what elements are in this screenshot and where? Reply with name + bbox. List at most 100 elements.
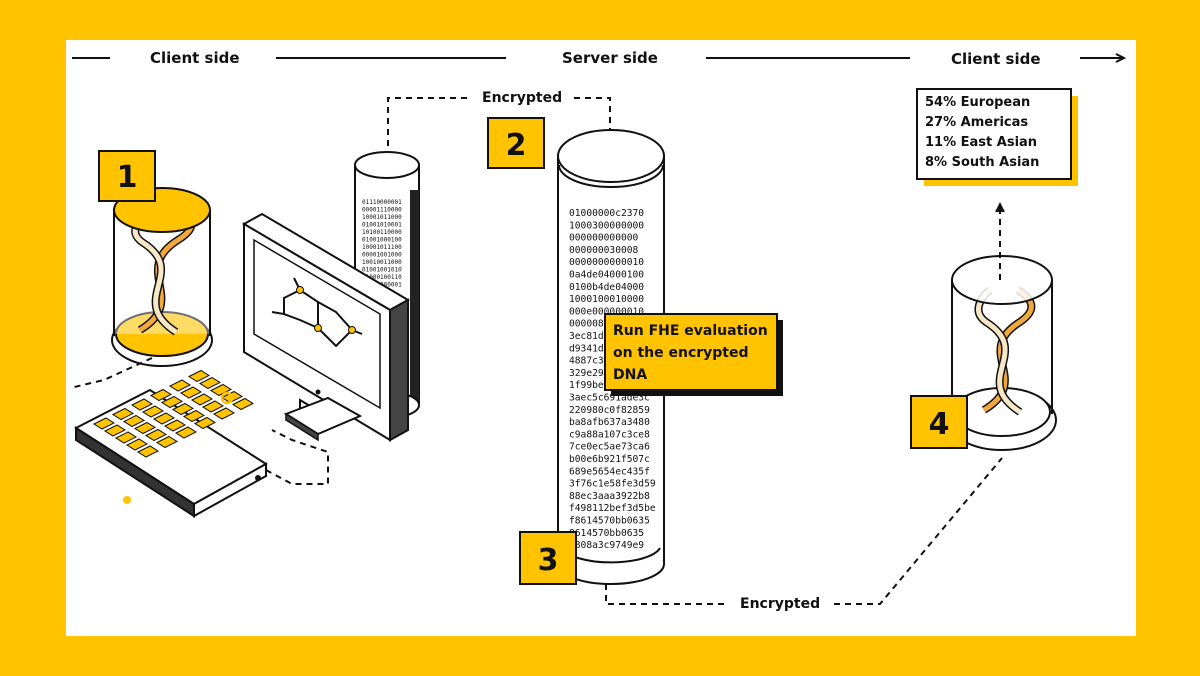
arrow-up-icon bbox=[995, 202, 1005, 212]
step-1-dna-tube: 1 bbox=[98, 150, 213, 367]
bottom-encrypted-connector: Encrypted bbox=[605, 457, 1003, 612]
encrypted-data-line: 1000100010000 bbox=[569, 294, 644, 305]
encrypted-data-line: f8614570bb0635 bbox=[569, 516, 650, 527]
encrypted-data-line: 3aec5c691ade3c bbox=[569, 393, 650, 404]
molecule-icon bbox=[271, 277, 363, 348]
step-4-badge bbox=[910, 395, 968, 449]
encrypted-data-line: 8614570bb0635 bbox=[569, 528, 644, 539]
keyboard-key bbox=[182, 409, 206, 423]
result-line-2: 27% Americas bbox=[925, 115, 1028, 130]
keyboard-key bbox=[201, 400, 225, 413]
keyboard-key bbox=[133, 421, 157, 435]
step-4-number: 4 bbox=[929, 407, 950, 442]
encrypted-data-line: c9a88a107c3ce8 bbox=[569, 429, 650, 440]
header-server-side: Server side bbox=[562, 49, 658, 67]
encrypted-data-line: 88ec3aaa3922b8 bbox=[569, 491, 650, 502]
server-binary-data: 0111000000100001110000100010110000100101… bbox=[362, 199, 402, 289]
encrypted-data-line: c808a3c9749e9 bbox=[569, 540, 644, 551]
server-binary-line: 01001001010 bbox=[362, 267, 402, 274]
result-line-3: 11% East Asian bbox=[925, 135, 1037, 150]
encrypted-data-line: d9341dc bbox=[569, 343, 609, 354]
keyboard-key bbox=[125, 438, 149, 451]
encrypted-data-line: 01000000c2370 bbox=[569, 208, 644, 219]
header-client-side-left: Client side bbox=[150, 49, 240, 67]
keyboard-key bbox=[103, 424, 127, 437]
keyboard-key bbox=[168, 379, 192, 392]
step-4-dna-tube bbox=[947, 255, 1057, 451]
fhe-callout-line-2: on the encrypted bbox=[613, 345, 749, 361]
keyboard-key bbox=[141, 405, 165, 418]
monitor bbox=[241, 212, 411, 442]
encrypted-data-line: 0a4de04000100 bbox=[569, 270, 644, 281]
keyboard-key bbox=[92, 417, 116, 430]
keyboard-key bbox=[155, 435, 179, 449]
keyboard-key bbox=[160, 395, 184, 409]
keyboard-key bbox=[171, 402, 195, 416]
encrypted-data-line: b00e6b921f507c bbox=[569, 454, 650, 465]
keyboard-key bbox=[231, 397, 255, 411]
keyboard-key bbox=[144, 428, 168, 442]
step-1-badge bbox=[98, 150, 156, 202]
keyboard-key bbox=[130, 398, 154, 411]
encrypted-data-line: 4887c3a bbox=[569, 356, 609, 367]
keyboard-key bbox=[174, 426, 198, 439]
keyboard-key bbox=[122, 414, 146, 428]
step-3-badge bbox=[519, 531, 577, 585]
encrypted-data-line: 000000030008 bbox=[569, 245, 639, 256]
ancestry-results-box: 54% European 27% Americas 11% East Asian… bbox=[916, 88, 1078, 186]
server-binary-line: 11000100110 bbox=[362, 274, 402, 281]
server-binary-line: 00001110000 bbox=[362, 207, 402, 214]
encrypted-data-line: 7ce0ec5ae73ca6 bbox=[569, 442, 650, 453]
keyboard-key bbox=[187, 369, 211, 383]
connector-keyboard-monitor bbox=[265, 429, 329, 485]
keyboard-key bbox=[149, 388, 173, 402]
keyboard-key bbox=[212, 407, 236, 420]
keyboard-key bbox=[179, 386, 203, 399]
server-binary-line: 10001011000 bbox=[362, 214, 402, 221]
server-binary-line: 10001011100 bbox=[362, 244, 402, 251]
header-row: Client side Server side Client side bbox=[72, 49, 1127, 68]
encrypted-data-line: 1f99beb bbox=[569, 380, 610, 391]
step-3-number: 3 bbox=[538, 543, 559, 578]
server-binary-line: 01001000100 bbox=[362, 237, 402, 244]
encrypted-data-line: 689e5654ec435f bbox=[569, 466, 650, 477]
result-line-1: 54% European bbox=[925, 95, 1030, 110]
connector-bottom-left bbox=[605, 584, 728, 605]
arrow-right-icon bbox=[1115, 53, 1127, 63]
keyboard-key bbox=[114, 431, 138, 444]
server-binary-line: 01001010001 bbox=[362, 222, 402, 229]
step-2-badge bbox=[487, 117, 545, 169]
encrypted-data-line: 000e000000010 bbox=[569, 306, 644, 317]
keyboard-key bbox=[136, 445, 160, 458]
fhe-callout: Run FHE evaluation on the encrypted DNA bbox=[604, 313, 783, 396]
encrypted-data-line: 0000000000010 bbox=[569, 257, 644, 268]
server-binary-line: 00001001000 bbox=[362, 252, 402, 259]
encrypted-label-bottom: Encrypted bbox=[740, 596, 820, 612]
server-binary-line: 10100110000 bbox=[362, 229, 402, 236]
server-binary-line: 01110000001 bbox=[362, 199, 402, 206]
keyboard-key bbox=[152, 412, 176, 425]
step-2-number: 2 bbox=[506, 128, 527, 163]
encrypted-data-line: 000000000000 bbox=[569, 233, 639, 244]
keyboard-key bbox=[198, 376, 222, 390]
fhe-callout-line-1: Run FHE evaluation bbox=[613, 323, 768, 339]
fhe-callout-line-3: DNA bbox=[613, 367, 647, 383]
header-client-side-right: Client side bbox=[951, 50, 1041, 68]
encrypted-data-line: 220980c0f82859 bbox=[569, 405, 650, 416]
decor-ring bbox=[220, 391, 234, 405]
server-binary-line: 10010011000 bbox=[362, 259, 402, 266]
keyboard-key bbox=[111, 407, 135, 421]
encrypted-data-line: 000008 bbox=[569, 319, 604, 330]
connector-bottom-right bbox=[834, 457, 1003, 605]
encrypted-data-line: 3ec81d1 bbox=[569, 331, 610, 342]
keyboard-key bbox=[193, 416, 217, 430]
encrypted-dna-data: 01000000c2370100030000000000000000000000… bbox=[569, 208, 656, 551]
keyboard bbox=[74, 369, 268, 518]
encrypted-data-line: 1000300000000 bbox=[569, 220, 644, 231]
encrypted-data-line: f498112bef3d5be bbox=[569, 503, 656, 514]
encrypted-data-line: 329e29c bbox=[569, 368, 609, 379]
step-1-number: 1 bbox=[117, 160, 138, 195]
encrypted-label-top: Encrypted bbox=[482, 90, 562, 106]
keyboard-key bbox=[190, 393, 214, 406]
